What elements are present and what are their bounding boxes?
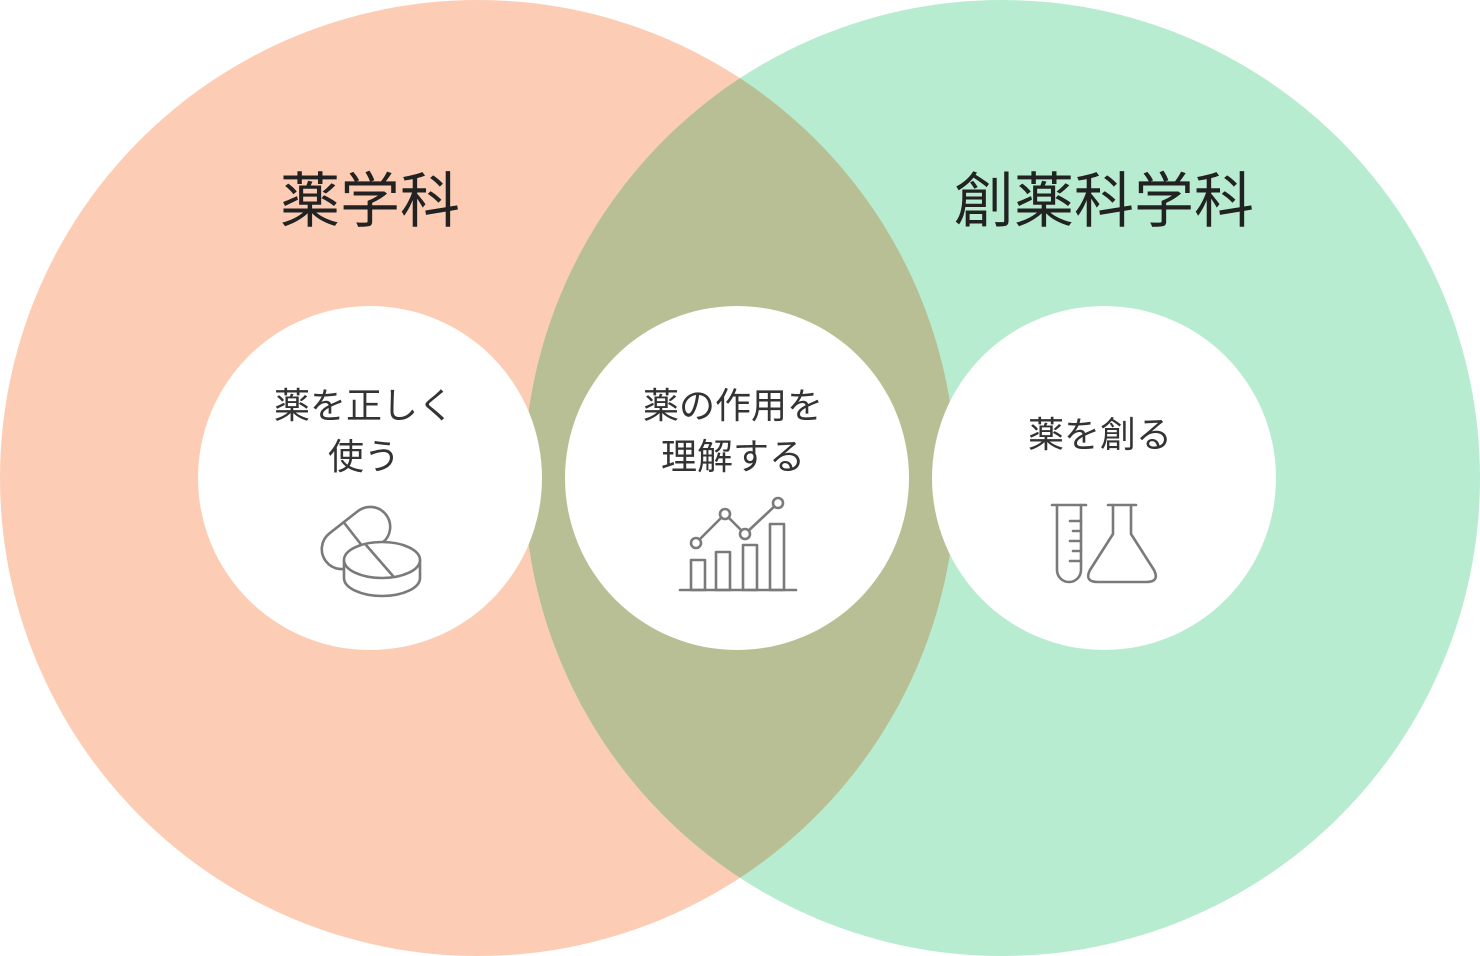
left-inner-circle <box>198 306 542 650</box>
left-inner-line1: 薬を正しく <box>274 386 454 427</box>
test-tube-flask-icon <box>1050 503 1158 584</box>
center-inner-line1: 薬の作用を <box>643 386 823 427</box>
left-inner-line2: 使う <box>328 437 400 478</box>
overlap-lens <box>524 0 956 956</box>
growth-chart-icon <box>678 496 798 592</box>
center-inner-circle <box>565 306 909 650</box>
center-inner-line2: 理解する <box>661 437 805 478</box>
pill-capsule-icon <box>320 505 422 598</box>
right-inner-circle <box>932 306 1276 650</box>
right-title: 創薬科学科 <box>954 167 1254 237</box>
left-title: 薬学科 <box>280 167 460 237</box>
right-inner-line1: 薬を創る <box>1028 415 1172 456</box>
